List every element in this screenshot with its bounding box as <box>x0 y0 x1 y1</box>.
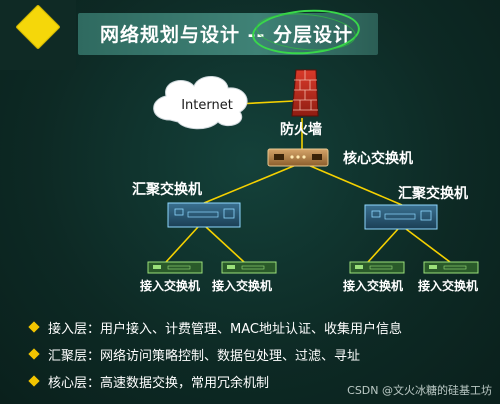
link-agg-left-access-2 <box>205 226 245 263</box>
access-switch-2-label: 接入交换机 <box>212 278 272 293</box>
bullet-text-core-layer: 核心层：高速数据交换，常用冗余机制 <box>48 376 270 391</box>
link-agg-right-access-4 <box>405 228 451 263</box>
access-switch-3-icon <box>349 261 405 274</box>
access-switch-2-icon <box>221 261 277 274</box>
aggregation-right-label: 汇聚交换机 <box>398 185 468 202</box>
internet-cloud-icon: Internet <box>153 76 248 130</box>
link-core-agg-right <box>307 164 403 206</box>
aggregation-right-switch-icon <box>364 204 438 230</box>
aggregation-left-switch-icon <box>167 202 241 228</box>
firewall-label: 防火墙 <box>280 121 322 138</box>
access-switch-4-icon <box>423 261 479 274</box>
title-bar: 网络规划与设计 -- 分层设计 <box>0 0 500 70</box>
access-switch-4-label: 接入交换机 <box>418 278 478 293</box>
bullet-text-access-layer: 接入层：用户接入、计费管理、MAC地址认证、收集用户信息 <box>48 322 402 337</box>
firewall-icon <box>291 69 319 117</box>
link-core-agg-left <box>203 164 297 204</box>
bullet-text-aggregation-layer: 汇聚层：网络访问策略控制、数据包处理、过滤、寻址 <box>48 349 361 364</box>
link-agg-left-access-1 <box>165 226 199 263</box>
watermark: CSDN @文火冰糖的硅基工坊 <box>347 384 492 397</box>
access-switch-1-icon <box>147 261 203 274</box>
internet-label: Internet <box>181 98 233 113</box>
core-switch-label: 核心交换机 <box>343 150 413 167</box>
title-icon-box <box>0 0 76 70</box>
access-switch-3-label: 接入交换机 <box>343 278 403 293</box>
title-strip <box>78 13 378 55</box>
slide-title: 网络规划与设计 -- 分层设计 <box>100 24 354 46</box>
aggregation-left-label: 汇聚交换机 <box>132 181 202 198</box>
links <box>165 100 451 263</box>
core-switch-icon <box>267 148 329 167</box>
access-switch-1-label: 接入交换机 <box>140 278 200 293</box>
link-agg-right-access-3 <box>367 228 399 263</box>
